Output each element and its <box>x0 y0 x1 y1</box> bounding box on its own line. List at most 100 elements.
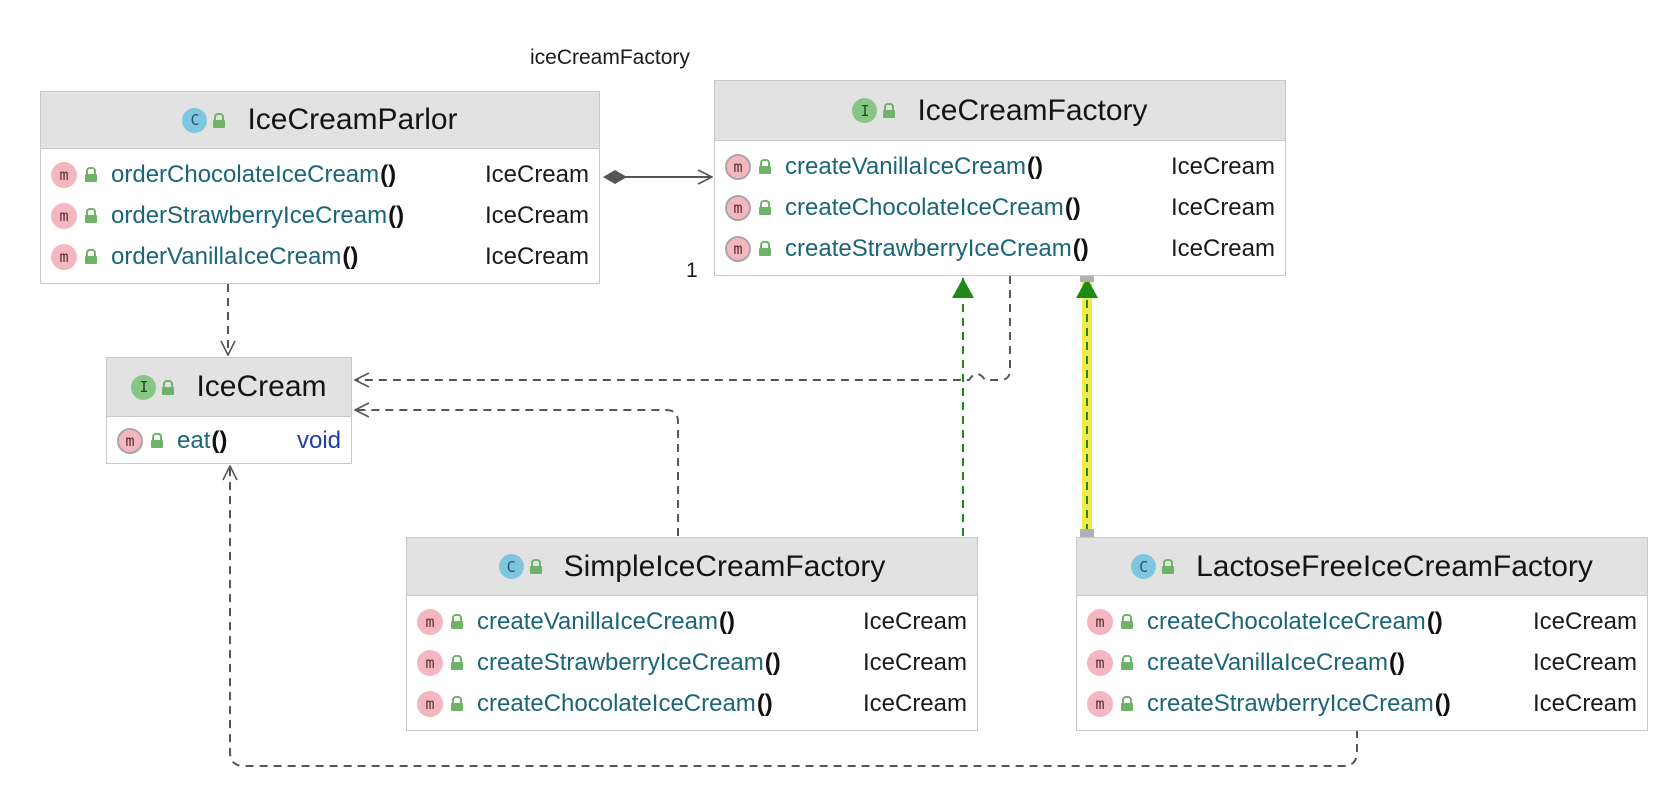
class-header: C IceCreamParlor <box>41 92 599 149</box>
class-name: LactoseFreeIceCreamFactory <box>1196 549 1593 583</box>
method-name: eat <box>177 426 211 454</box>
method-row[interactable]: m orderVanillaIceCream() IceCream <box>41 236 599 277</box>
public-lock-icon <box>1121 696 1133 711</box>
dependency-factory-icecream[interactable] <box>355 276 1011 380</box>
public-lock-icon <box>759 200 771 215</box>
method-row[interactable]: m createStrawberryIceCream() IceCream <box>407 642 977 683</box>
method-name: createVanillaIceCream <box>1147 648 1388 676</box>
public-lock-icon <box>1121 655 1133 670</box>
method-icon: m <box>417 608 443 635</box>
class-icon: C <box>182 107 208 133</box>
method-row[interactable]: m createStrawberryIceCream() IceCream <box>715 228 1285 269</box>
method-name: createVanillaIceCream <box>477 607 718 635</box>
public-lock-icon <box>85 167 97 182</box>
class-icon: C <box>1131 554 1157 579</box>
method-icon: m <box>51 202 77 229</box>
method-row[interactable]: m createChocolateIceCream() IceCream <box>407 683 977 724</box>
class-name: IceCreamParlor <box>247 103 458 136</box>
method-name: createVanillaIceCream <box>785 152 1026 180</box>
method-icon: m <box>117 427 143 454</box>
method-row[interactable]: m createChocolateIceCream() IceCream <box>715 187 1285 228</box>
method-return-type: IceCream <box>1170 152 1275 180</box>
class-header: I IceCreamFactory <box>715 81 1285 141</box>
method-parens: () <box>342 242 359 270</box>
method-parens: () <box>1072 234 1089 262</box>
method-icon: m <box>51 161 77 188</box>
association-multiplicity-target: 1 <box>686 259 698 282</box>
class-header: I IceCream <box>107 358 351 417</box>
public-lock-icon <box>451 655 463 670</box>
public-lock-icon <box>1121 614 1133 629</box>
class-lactosefreeicecreamfactory[interactable]: C LactoseFreeIceCreamFactory m createCho… <box>1076 537 1648 731</box>
method-return-type: IceCream <box>1170 193 1275 221</box>
method-icon: m <box>417 690 443 717</box>
method-icon: m <box>725 194 751 221</box>
method-return-type: IceCream <box>1532 607 1637 635</box>
method-return-type: IceCream <box>484 201 589 229</box>
method-row[interactable]: m orderChocolateIceCream() IceCream <box>41 154 599 195</box>
method-return-type: IceCream <box>862 648 967 676</box>
public-lock-icon <box>883 103 896 118</box>
public-lock-icon <box>151 433 163 448</box>
method-icon: m <box>725 153 751 180</box>
method-row[interactable]: m createChocolateIceCream() IceCream <box>1077 601 1647 642</box>
public-lock-icon <box>451 614 463 629</box>
method-icon: m <box>1087 649 1113 676</box>
method-parens: () <box>1027 152 1043 180</box>
association-role-label: iceCreamFactory <box>530 46 690 69</box>
method-return-type: IceCream <box>862 689 967 717</box>
method-return-type: IceCream <box>484 160 589 188</box>
class-header: C SimpleIceCreamFactory <box>407 538 977 596</box>
method-parens: () <box>756 689 773 717</box>
method-name: createChocolateIceCream <box>1147 607 1426 635</box>
method-row[interactable]: m createVanillaIceCream() IceCream <box>715 146 1285 187</box>
interface-icecream[interactable]: I IceCream m eat() void <box>106 357 352 464</box>
method-return-type: IceCream <box>484 242 589 270</box>
method-icon: m <box>1087 608 1113 635</box>
method-name: orderVanillaIceCream <box>111 242 342 270</box>
public-lock-icon <box>759 159 771 174</box>
method-parens: () <box>388 201 405 229</box>
public-lock-icon <box>85 249 97 264</box>
public-lock-icon <box>451 696 463 711</box>
method-row[interactable]: m createVanillaIceCream() IceCream <box>1077 642 1647 683</box>
method-icon: m <box>51 243 77 270</box>
method-parens: () <box>764 648 781 676</box>
interface-icecreamfactory[interactable]: I IceCreamFactory m createVanillaIceCrea… <box>714 80 1286 276</box>
public-lock-icon <box>1162 559 1175 574</box>
class-icon: C <box>498 554 524 579</box>
public-lock-icon <box>759 241 771 256</box>
public-lock-icon <box>162 379 175 395</box>
method-parens: () <box>719 607 735 635</box>
class-simpleicecreamfactory[interactable]: C SimpleIceCreamFactory m createVanillaI… <box>406 537 978 731</box>
class-name: IceCreamFactory <box>917 93 1148 127</box>
interface-icon: I <box>131 374 157 400</box>
method-icon: m <box>1087 690 1113 717</box>
public-lock-icon <box>529 559 542 574</box>
method-name: orderStrawberryIceCream <box>111 201 388 229</box>
selection-highlight <box>1082 282 1092 534</box>
method-parens: () <box>211 426 228 454</box>
method-name: createStrawberryIceCream <box>1147 689 1434 717</box>
class-name: SimpleIceCreamFactory <box>563 549 886 583</box>
method-parens: () <box>380 160 397 188</box>
class-header: C LactoseFreeIceCreamFactory <box>1077 538 1647 596</box>
method-name: orderChocolateIceCream <box>111 160 380 188</box>
method-row[interactable]: m createVanillaIceCream() IceCream <box>407 601 977 642</box>
method-icon: m <box>417 649 443 676</box>
method-parens: () <box>1434 689 1451 717</box>
method-name: createStrawberryIceCream <box>785 234 1072 262</box>
method-parens: () <box>1389 648 1405 676</box>
method-name: createChocolateIceCream <box>477 689 756 717</box>
public-lock-icon <box>213 112 226 128</box>
method-icon: m <box>725 235 751 262</box>
method-return-type: void <box>296 426 341 454</box>
method-name: createStrawberryIceCream <box>477 648 764 676</box>
method-row[interactable]: m createStrawberryIceCream() IceCream <box>1077 683 1647 724</box>
dependency-simple-icecream[interactable] <box>355 410 679 536</box>
method-row[interactable]: m orderStrawberryIceCream() IceCream <box>41 195 599 236</box>
method-row[interactable]: m eat() void <box>107 420 351 461</box>
class-icecreamparlor[interactable]: C IceCreamParlor m orderChocolateIceCrea… <box>40 91 600 284</box>
method-parens: () <box>1064 193 1081 221</box>
